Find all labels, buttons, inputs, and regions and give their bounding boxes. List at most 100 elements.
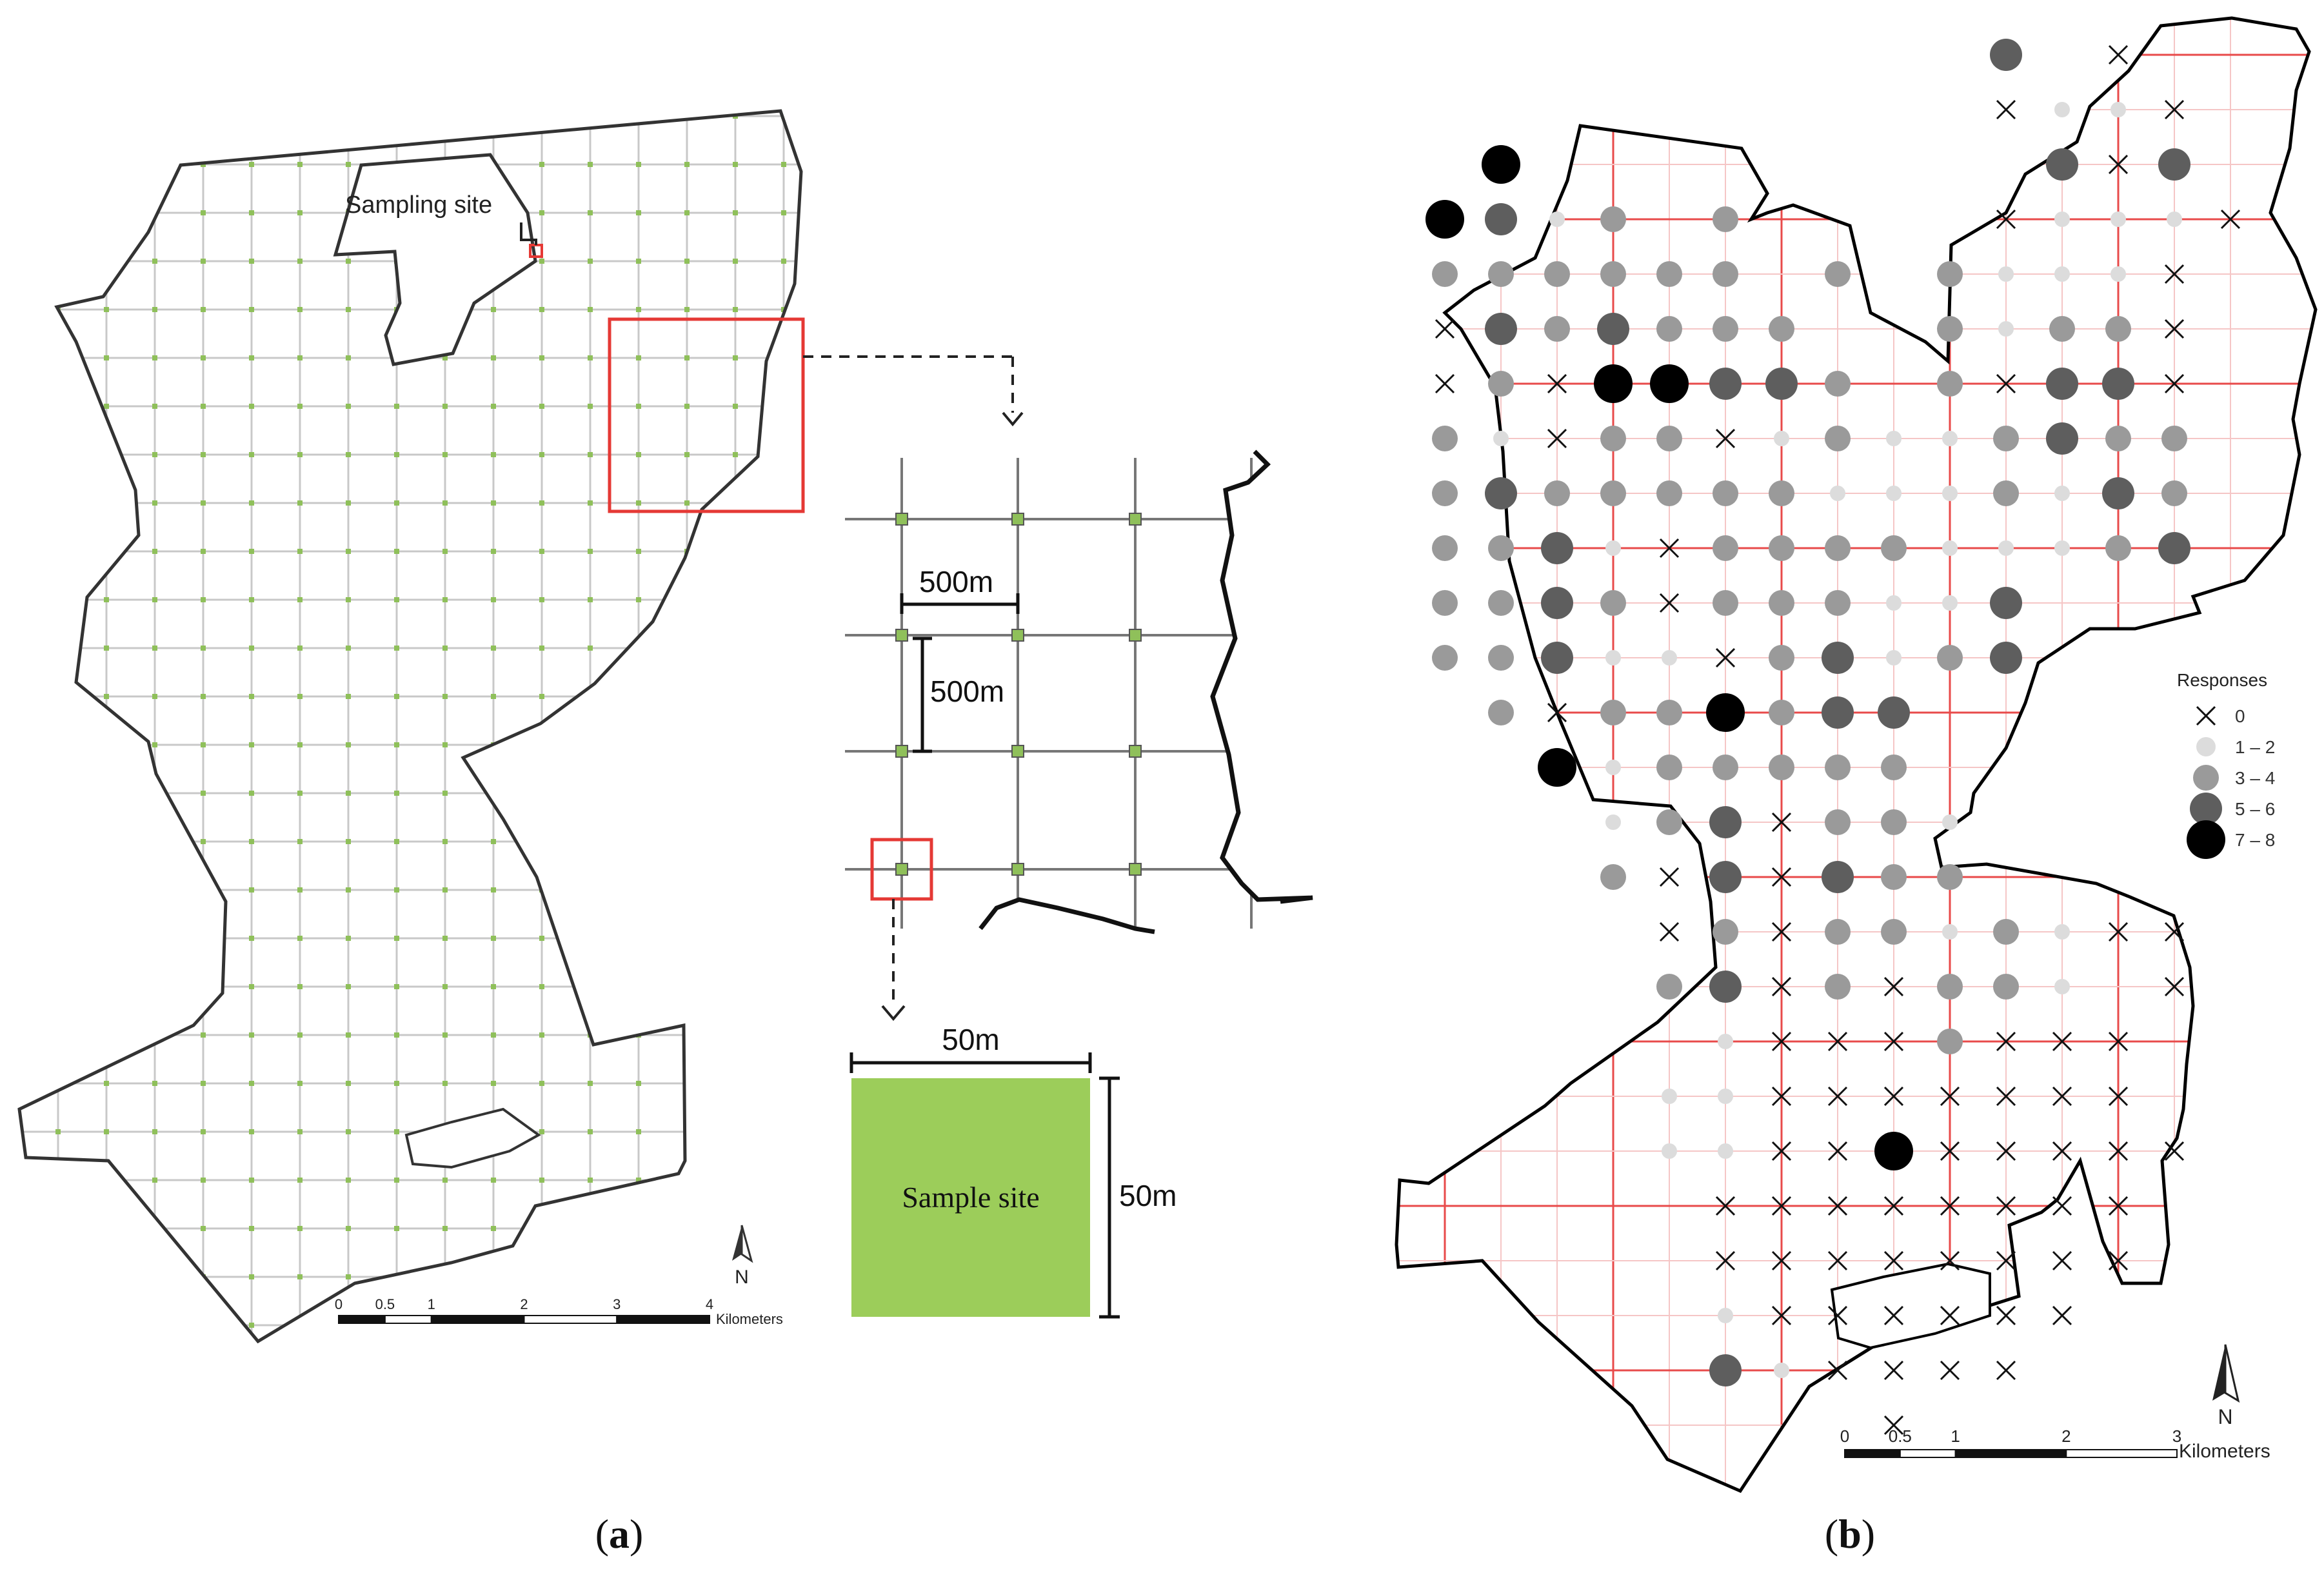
site-dot: [588, 1178, 593, 1183]
site-dot: [539, 1032, 544, 1038]
response-marker: [2049, 316, 2075, 342]
site-dot: [733, 404, 738, 409]
site-dot: [588, 452, 593, 457]
inset-site-dot: [1011, 745, 1024, 758]
site-dot: [297, 500, 303, 506]
response-marker: [1605, 650, 1621, 666]
response-marker: [1713, 590, 1738, 616]
site-dot: [442, 694, 448, 699]
response-marker: [1937, 261, 1963, 287]
site-dot: [346, 597, 351, 602]
site-dot: [588, 1081, 593, 1086]
site-dot: [588, 500, 593, 506]
inset-site-dot: [1129, 863, 1142, 876]
response-marker: [1942, 540, 1958, 556]
response-marker-zero: [1883, 1031, 1904, 1052]
response-marker: [1600, 426, 1626, 451]
site-dot: [297, 259, 303, 264]
site-dot: [636, 597, 641, 602]
site-dot: [636, 162, 641, 167]
legend-label: 0: [2235, 706, 2245, 726]
inset-site-dot: [1129, 513, 1142, 526]
response-marker: [2046, 422, 2078, 455]
response-marker: [1605, 814, 1621, 830]
response-marker: [1709, 806, 1742, 838]
response-marker: [1769, 700, 1794, 725]
site-dot: [249, 1323, 254, 1328]
site-dot: [491, 646, 496, 651]
site-dot: [152, 597, 157, 602]
site-dot: [733, 355, 738, 360]
site-dot: [442, 1274, 448, 1279]
response-marker: [1656, 809, 1682, 835]
site-dot: [394, 887, 399, 893]
site-dot: [249, 936, 254, 941]
site-dot: [539, 984, 544, 989]
legend-title: Responses: [2177, 670, 2267, 690]
site-dot: [297, 742, 303, 747]
legend-label: 1 – 2: [2235, 737, 2275, 757]
site-dot: [297, 1178, 303, 1183]
site-dot: [539, 1081, 544, 1086]
site-dot: [152, 1129, 157, 1134]
inset-site-dot: [1011, 629, 1024, 642]
site-dot: [55, 452, 61, 457]
site-dot: [104, 549, 109, 554]
response-marker-zero: [1771, 1086, 1792, 1107]
site-dot: [442, 839, 448, 844]
site-dot: [733, 1129, 738, 1134]
site-dot: [733, 1226, 738, 1231]
response-marker: [1713, 206, 1738, 232]
response-marker-zero: [1827, 1305, 1848, 1326]
site-dot: [201, 791, 206, 796]
site-dot: [539, 259, 544, 264]
response-marker: [1656, 261, 1682, 287]
site-dot: [104, 1129, 109, 1134]
site-dot: [781, 1032, 786, 1038]
response-marker: [2054, 486, 2070, 501]
response-marker-zero: [1883, 1415, 1904, 1435]
site-dot: [442, 1081, 448, 1086]
response-marker: [1544, 316, 1570, 342]
response-marker: [1998, 266, 2014, 282]
site-dot: [346, 887, 351, 893]
site-dot: [152, 936, 157, 941]
site-dot: [297, 404, 303, 409]
response-marker-zero: [1715, 1250, 1736, 1271]
response-marker: [1706, 693, 1745, 732]
response-marker: [2105, 316, 2131, 342]
response-marker: [1886, 431, 1902, 446]
response-marker: [1825, 590, 1851, 616]
site-dot: [684, 500, 690, 506]
site-dot: [539, 646, 544, 651]
site-dot: [636, 307, 641, 312]
site-dot: [539, 113, 544, 119]
response-marker: [1718, 1089, 1733, 1104]
site-dot: [55, 791, 61, 796]
site-dot: [733, 597, 738, 602]
response-marker-zero: [1771, 1196, 1792, 1216]
site-dot: [249, 259, 254, 264]
response-marker: [2158, 148, 2190, 181]
site-dot: [297, 210, 303, 215]
site-dot: [394, 113, 399, 119]
site-dot: [201, 549, 206, 554]
site-dot: [346, 500, 351, 506]
site-dot: [201, 1226, 206, 1231]
inset-site-dot: [1129, 745, 1142, 758]
response-marker-zero: [2108, 1250, 2129, 1271]
response-marker: [1493, 431, 1509, 446]
response-marker: [1650, 364, 1689, 403]
site-dot: [781, 404, 786, 409]
response-marker: [1937, 316, 1963, 342]
site-dot: [781, 694, 786, 699]
site-dot: [394, 549, 399, 554]
site-dot: [588, 936, 593, 941]
site-dot: [733, 694, 738, 699]
site-dot: [539, 500, 544, 506]
response-marker-zero: [2108, 922, 2129, 942]
site-dot: [588, 646, 593, 651]
response-marker-zero: [1996, 1031, 2016, 1052]
site-dot: [636, 1178, 641, 1183]
response-marker: [1822, 861, 1854, 893]
